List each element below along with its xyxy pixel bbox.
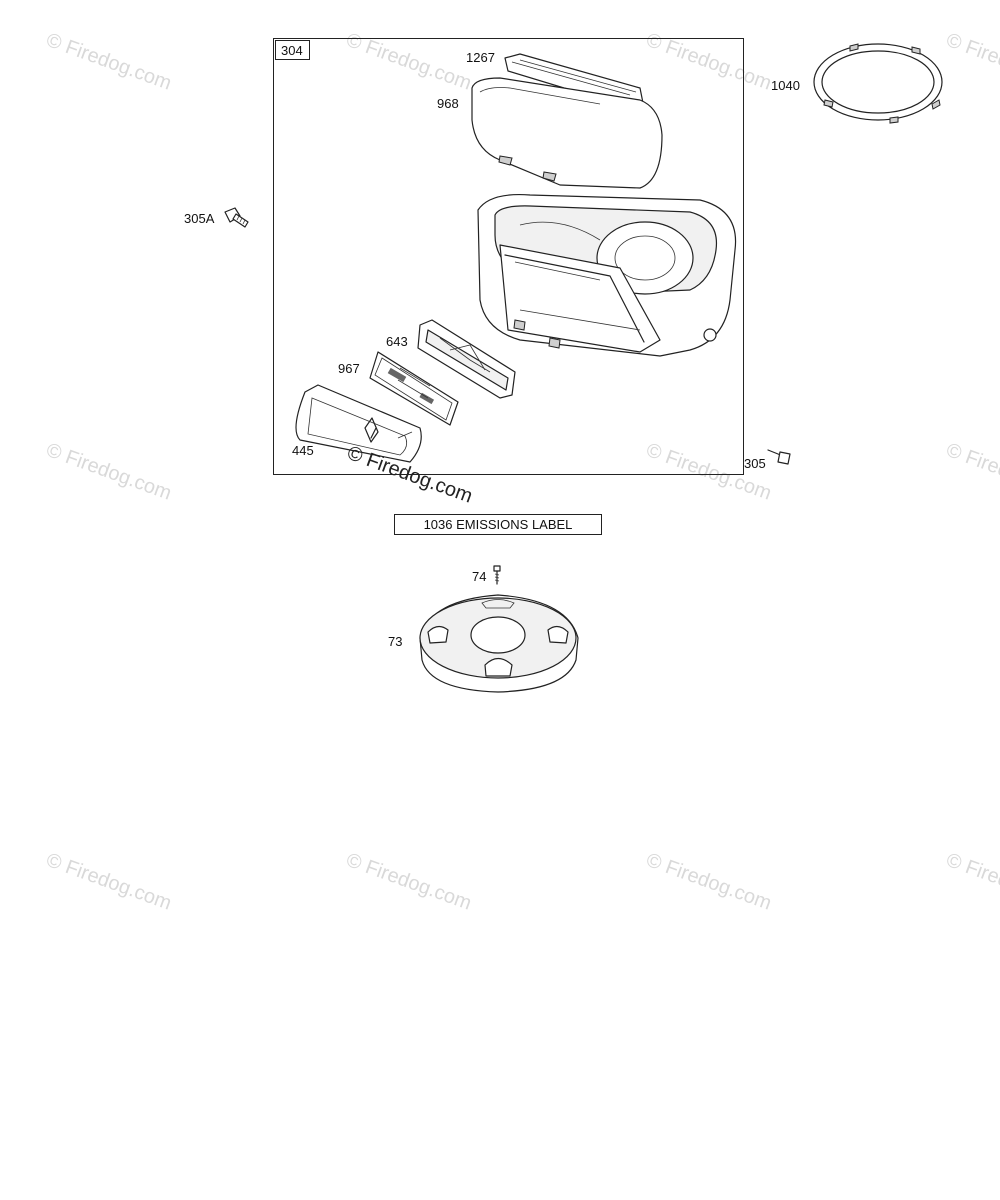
- watermark-text: © Firedog.com: [43, 439, 174, 505]
- part-number-305: 305: [744, 456, 766, 471]
- part-number-643: 643: [386, 334, 408, 349]
- part-305-screw[interactable]: [767, 449, 791, 465]
- part-number-445: 445: [292, 443, 314, 458]
- watermark-text: © Firedog.com: [643, 849, 774, 915]
- watermark-text: © Firedog.com: [43, 29, 174, 95]
- group-label: 304: [281, 43, 303, 58]
- part-968-housing-cover[interactable]: [471, 77, 663, 189]
- part-73-cover[interactable]: [419, 594, 579, 693]
- part-number-73: 73: [388, 634, 402, 649]
- part-967-precleaner[interactable]: [369, 351, 459, 426]
- part-74-screw[interactable]: [493, 565, 501, 585]
- watermark-text: © Firedog.com: [643, 439, 774, 505]
- part-445-foam[interactable]: [295, 384, 422, 463]
- part-number-968: 968: [437, 96, 459, 111]
- watermark-text: © Firedog.com: [943, 849, 1000, 915]
- part-number-1040: 1040: [771, 78, 800, 93]
- part-305A-screw[interactable]: [224, 207, 249, 228]
- part-number-305A: 305A: [184, 211, 215, 226]
- part-number-1267: 1267: [466, 50, 495, 65]
- group-label-box: [275, 40, 310, 60]
- part-1040-ring[interactable]: [813, 43, 943, 124]
- part-643-filter[interactable]: [417, 319, 516, 399]
- watermark-text: © Firedog.com: [943, 439, 1000, 505]
- part-number-74: 74: [472, 569, 486, 584]
- watermark-text: © Firedog.com: [943, 29, 1000, 95]
- emissions-label-box: [394, 514, 602, 535]
- emissions-label: 1036 EMISSIONS LABEL: [424, 517, 573, 532]
- watermark-text: © Firedog.com: [43, 849, 174, 915]
- assembly-frame: [273, 38, 744, 475]
- air-cleaner-base[interactable]: [477, 193, 737, 357]
- watermark-text: © Firedog.com: [343, 849, 474, 915]
- part-number-967: 967: [338, 361, 360, 376]
